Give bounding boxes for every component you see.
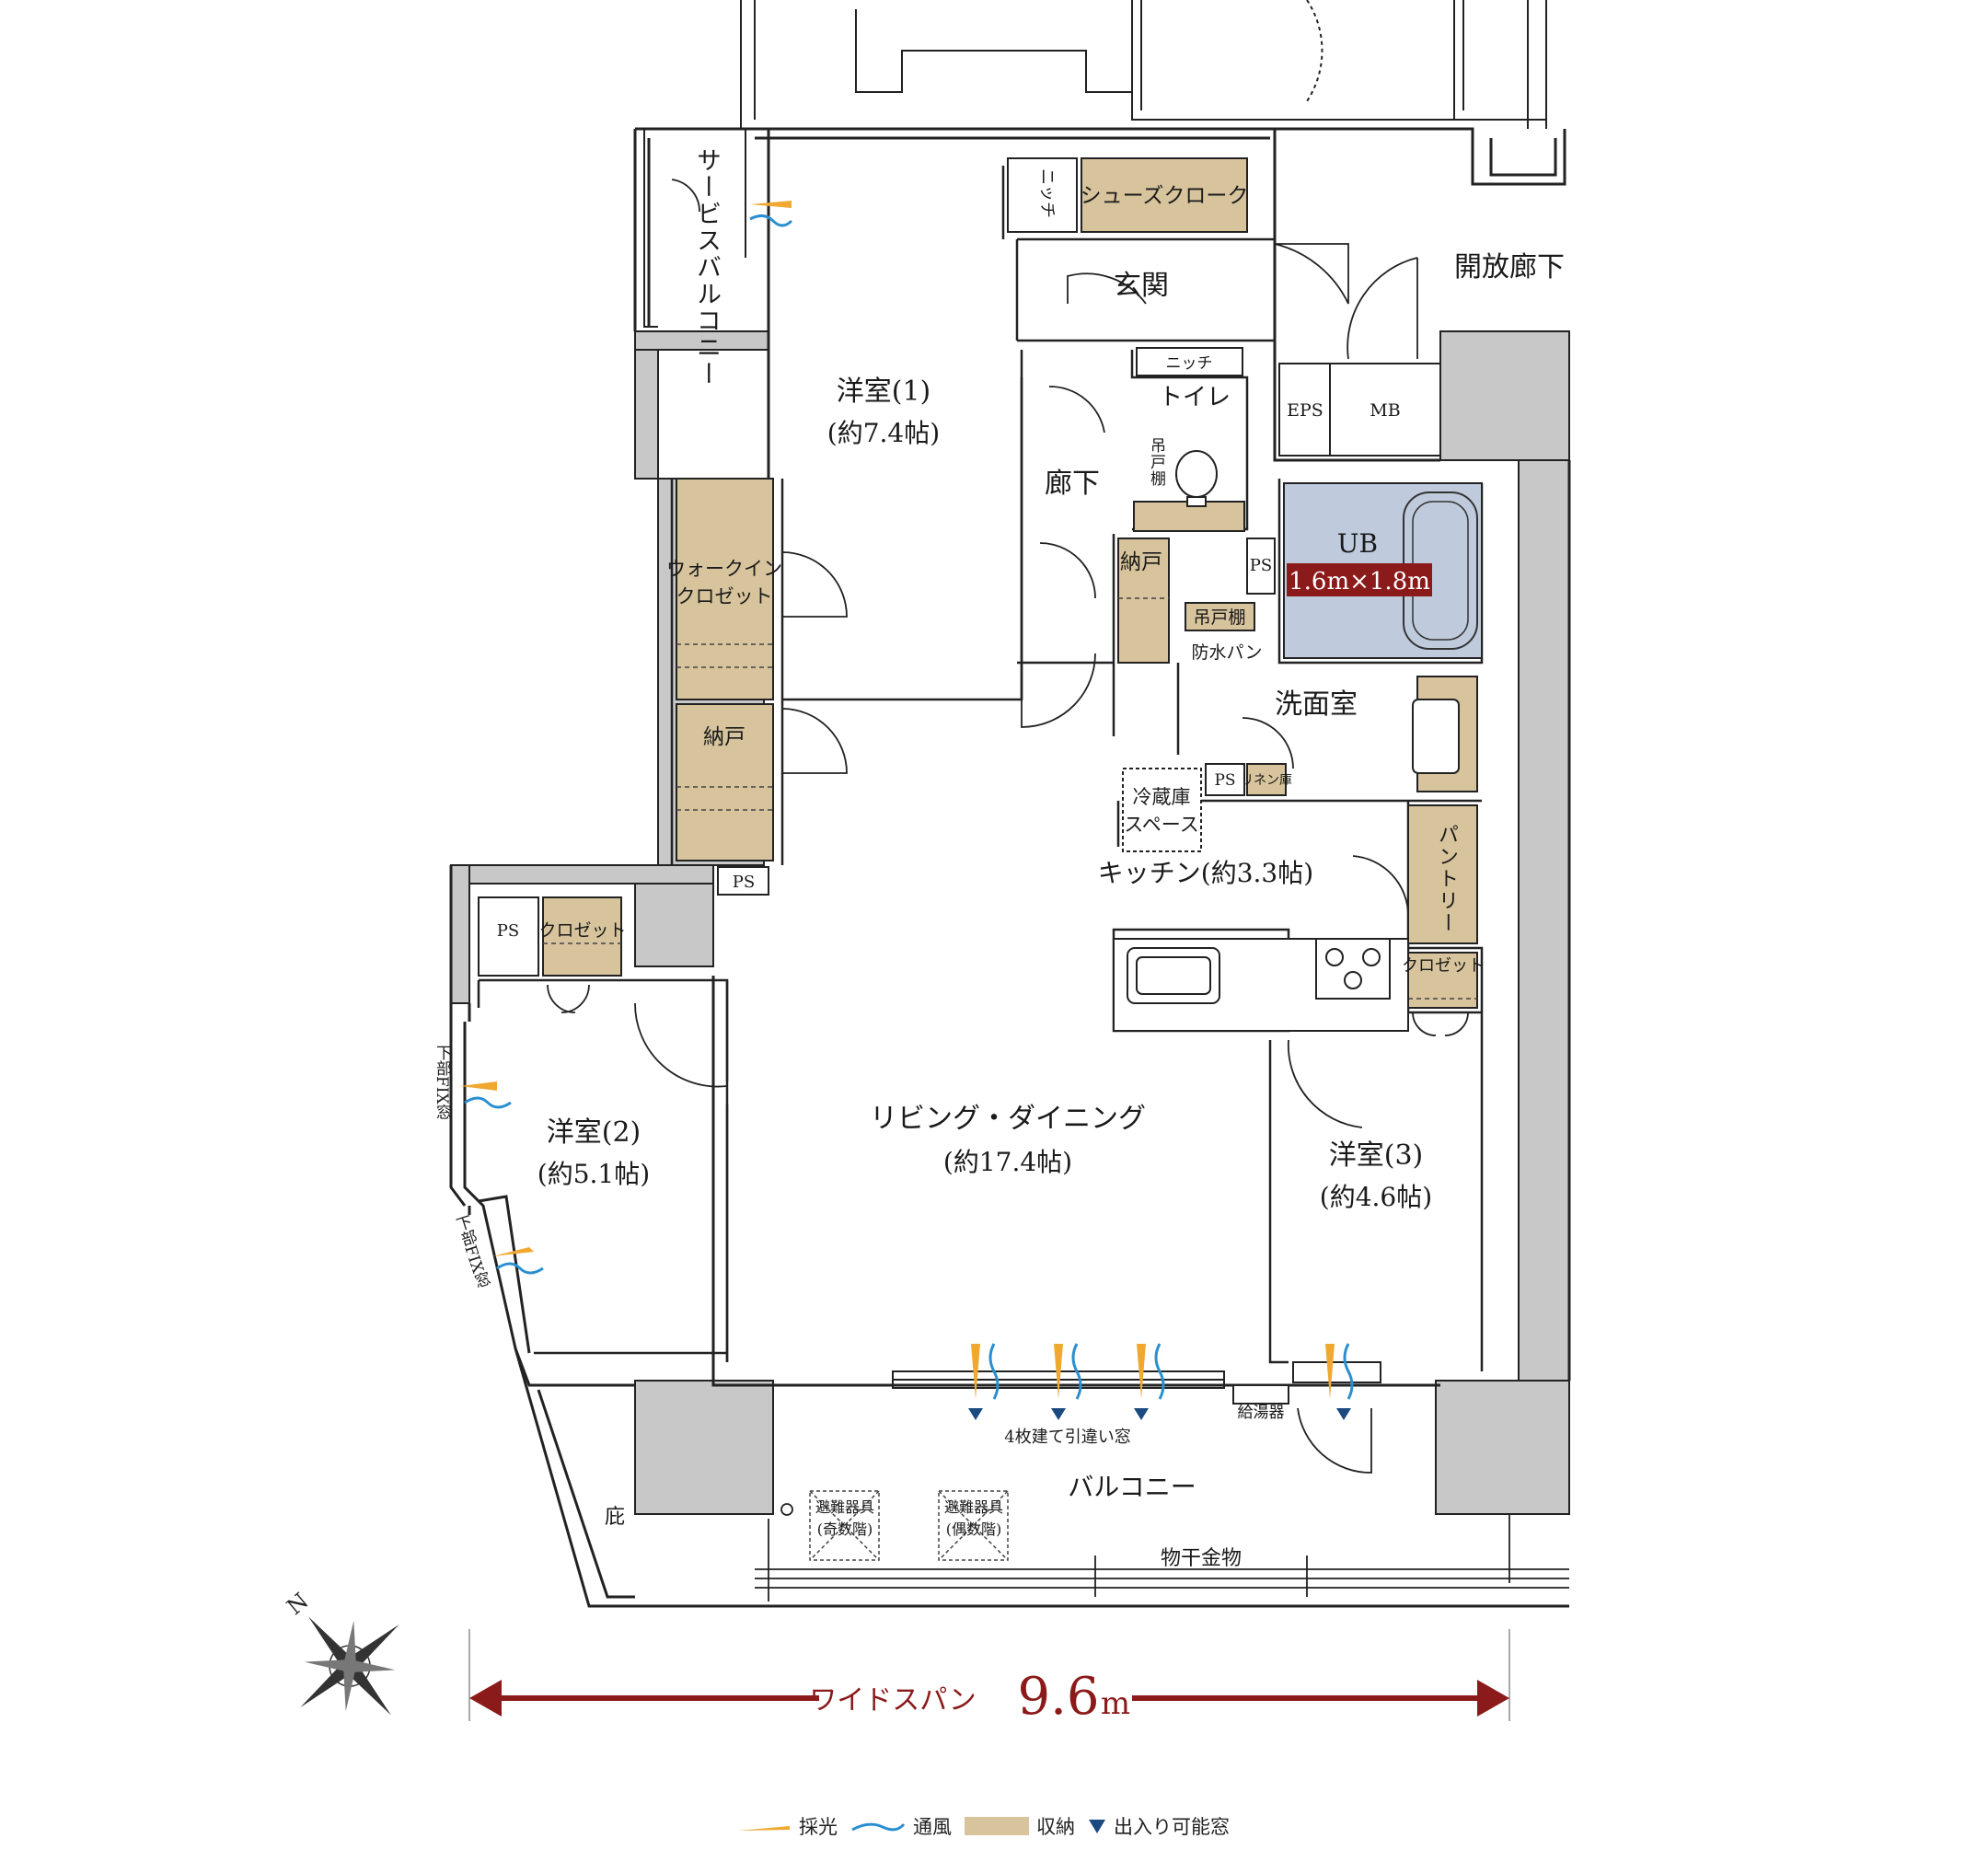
label-open-corridor: 開放廊下 — [1454, 251, 1565, 283]
label-western1-size: (約7.4帖) — [827, 418, 940, 448]
label-sliding-window: 4枚建て引違い窓 — [1004, 1428, 1130, 1447]
legend-exit-window: 出入り可能窓 — [1088, 1812, 1230, 1840]
label-evac2-2: (偶数階) — [946, 1520, 1002, 1538]
light-wind-ld-1 — [971, 1343, 1000, 1400]
label-closet2: クロゼット — [1402, 956, 1485, 976]
small-boxes — [478, 157, 1441, 977]
light-wind-ld-3 — [1137, 1343, 1165, 1400]
light-arrow-icon — [738, 1826, 790, 1831]
label-ub: UB — [1337, 528, 1378, 559]
storage-dashes — [543, 597, 1477, 1000]
wind-arrow-icon — [851, 1822, 906, 1832]
label-evac1-2: (奇数階) — [817, 1520, 873, 1538]
compass-icon: N — [282, 1588, 399, 1716]
label-western2: 洋室(2) — [547, 1116, 641, 1149]
label-shoes-cloak: シューズクローク — [1081, 184, 1249, 208]
label-eps: EPS — [1287, 400, 1323, 421]
label-hanging-shelf2: 吊戸棚 — [1193, 607, 1245, 628]
label-living-size: (約17.4帖) — [943, 1147, 1072, 1177]
legend-light: 採光 — [736, 1812, 838, 1840]
label-pantry: パントリー — [1435, 824, 1458, 934]
label-entrance: 玄関 — [1114, 270, 1169, 302]
toilet-bowl — [1175, 450, 1218, 507]
label-ps4: PS — [497, 921, 519, 941]
label-fridge-2: スペース — [1124, 814, 1198, 836]
light-wind-western2-a — [460, 1081, 512, 1109]
legend: 採光 通風 収納 出入り可能窓 — [736, 1811, 1362, 1841]
exit-mark-2 — [1051, 1408, 1066, 1420]
label-mb: MB — [1370, 400, 1400, 421]
exit-window-marks — [968, 1408, 1351, 1420]
legend-exit-window-label: 出入り可能窓 — [1114, 1816, 1230, 1838]
label-waterproof-pan: 防水パン — [1192, 642, 1263, 663]
light-wind-ld-2 — [1054, 1343, 1082, 1400]
label-storage2: 納戸 — [703, 725, 746, 749]
service-balcony-outline — [643, 129, 746, 328]
storage-swatch-icon — [965, 1817, 1029, 1835]
label-fix-window1: 下部FIX窓 — [433, 1045, 451, 1120]
exit-mark-3 — [1134, 1408, 1149, 1420]
label-western2-size: (約5.1帖) — [537, 1159, 650, 1189]
label-storage1: 納戸 — [1120, 550, 1162, 574]
light-wind-western2-b — [492, 1247, 544, 1275]
label-laundry: 物干金物 — [1161, 1547, 1242, 1570]
room-labels: ニッチ シューズクローク 玄関 開放廊下 ニッチ トイレ EPS MB 洋室(1… — [497, 168, 1565, 1570]
legend-light-label: 採光 — [799, 1816, 838, 1838]
exit-mark-1 — [968, 1408, 983, 1420]
light-wind-western3 — [1325, 1343, 1354, 1400]
door-swings — [547, 179, 1469, 1474]
legend-wind: 通風 — [850, 1812, 952, 1840]
kitchen-counter — [1113, 938, 1409, 1032]
label-walkin-1: ウォークイン — [666, 558, 782, 580]
label-ps3: PS — [733, 873, 755, 892]
label-western3: 洋室(3) — [1329, 1139, 1424, 1172]
label-washroom: 洗面室 — [1275, 688, 1358, 721]
label-evac2-1: 避難器具 — [944, 1498, 1003, 1516]
exit-mark-4 — [1336, 1408, 1351, 1420]
label-evac1-1: 避難器具 — [815, 1498, 874, 1516]
legend-wind-label: 通風 — [913, 1816, 952, 1838]
neighbor-outline — [740, 0, 1547, 129]
span-value: 9.6 — [1017, 1667, 1099, 1727]
label-ps1: PS — [1250, 556, 1272, 575]
label-linen: リネン庫 — [1241, 772, 1292, 788]
label-toilet: トイレ — [1159, 384, 1231, 411]
wide-span-arrow: ワイドスパン 9.6 m — [468, 1629, 1510, 1727]
label-ub-size: 1.6m×1.8m — [1289, 568, 1430, 595]
label-ps2: PS — [1214, 771, 1235, 790]
label-kitchen: キッチン(約3.3帖) — [1098, 858, 1313, 888]
legend-storage: 収納 — [965, 1812, 1075, 1840]
exit-window-icon — [1089, 1820, 1105, 1833]
label-balcony: バルコニー — [1068, 1472, 1196, 1502]
ld-window — [892, 1361, 1381, 1405]
light-wind-markers — [460, 201, 1354, 1400]
label-niche1: ニッチ — [1037, 168, 1057, 218]
label-eaves: 庇 — [605, 1506, 625, 1529]
compass-north: N — [282, 1588, 313, 1620]
label-walkin-2: クロゼット — [676, 585, 773, 607]
label-fridge-1: 冷蔵庫 — [1133, 786, 1191, 808]
legend-storage-label: 収納 — [1036, 1816, 1075, 1838]
span-unit: m — [1101, 1685, 1130, 1722]
label-niche2: ニッチ — [1166, 354, 1213, 373]
ub-size-tag — [1287, 563, 1432, 596]
label-hanging-shelf1: 吊戸棚 — [1147, 437, 1165, 487]
label-service-balcony: サービスバルコニー — [692, 147, 721, 387]
light-wind-service-balcony — [749, 201, 793, 227]
label-corridor: 廊下 — [1045, 468, 1100, 500]
evacuation-hatches — [809, 1490, 1009, 1561]
label-western1: 洋室(1) — [837, 376, 931, 408]
span-label: ワイドスパン — [809, 1684, 977, 1717]
label-western3-size: (約4.6帖) — [1320, 1182, 1432, 1212]
label-living: リビング・ダイニング — [870, 1103, 1146, 1135]
wash-basin — [1412, 699, 1460, 774]
exterior-walls — [468, 127, 1571, 1387]
label-water-heater: 給湯器 — [1238, 1404, 1285, 1422]
slanted-facade — [449, 865, 1569, 1608]
label-closet1: クロゼット — [538, 920, 626, 941]
balcony-lines — [755, 1503, 1569, 1601]
